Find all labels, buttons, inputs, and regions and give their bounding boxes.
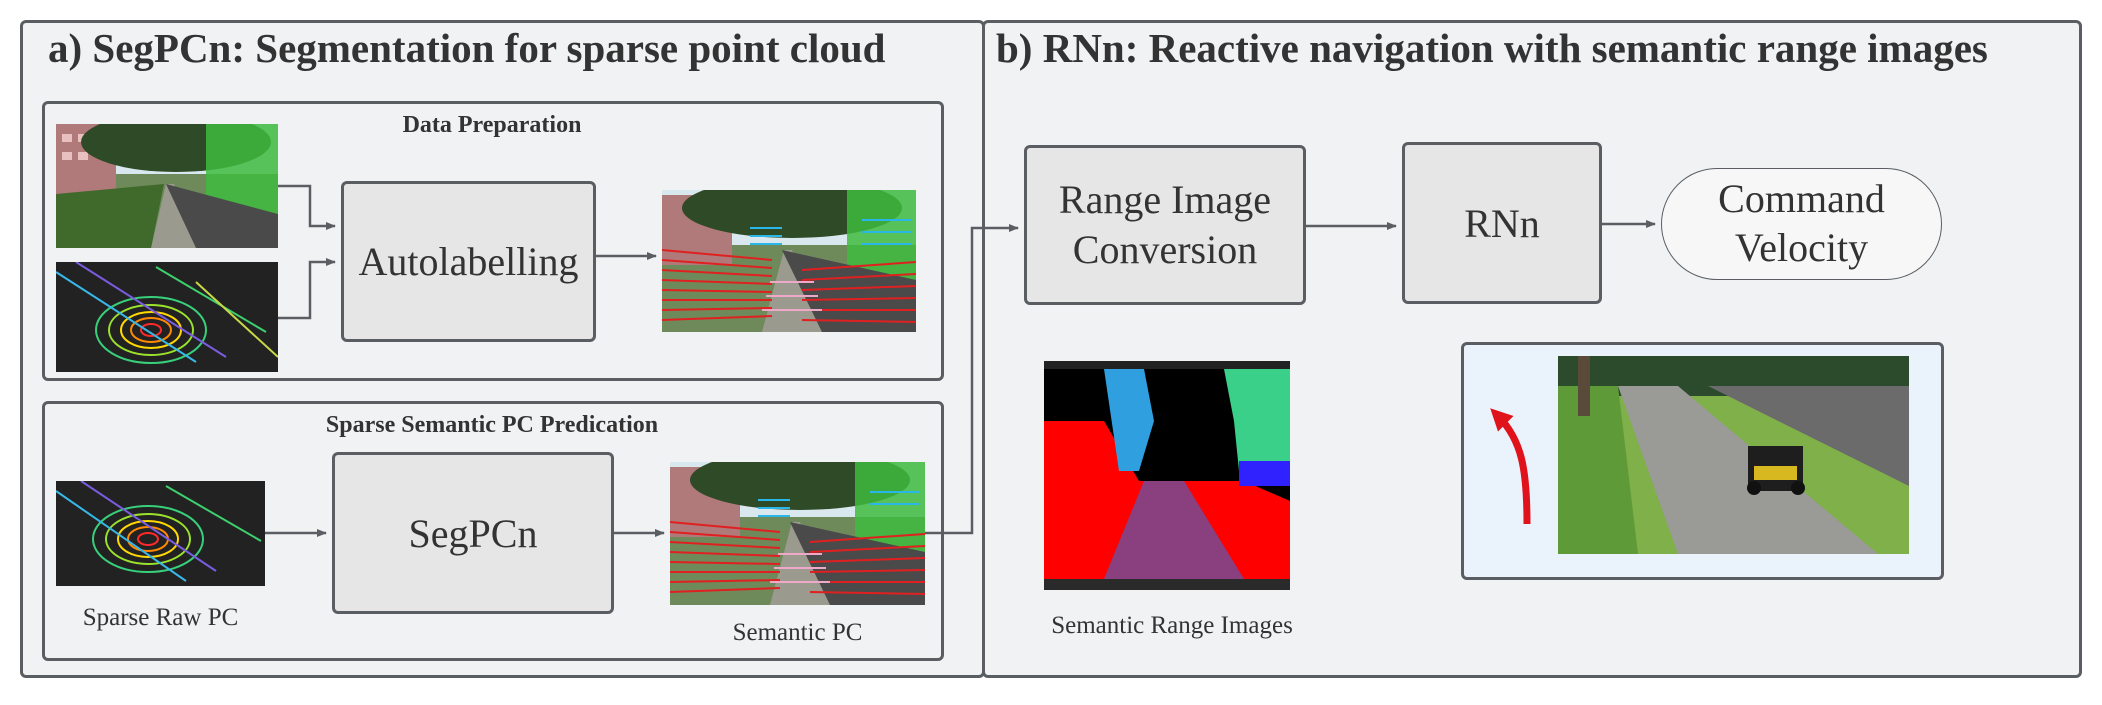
segpcn-box: SegPCn bbox=[332, 452, 614, 614]
robot-direction-arrow bbox=[1490, 408, 1531, 525]
arrow-camera-to-autolabelling bbox=[278, 184, 336, 230]
semantic-pc-caption: Semantic PC bbox=[732, 619, 863, 646]
sparse-raw-pc-image bbox=[56, 481, 265, 586]
sparse-raw-pc-caption: Sparse Raw PC bbox=[82, 604, 239, 631]
command-velocity-box: Command Velocity bbox=[1661, 168, 1942, 280]
camera-image bbox=[56, 124, 278, 248]
semantic-range-image bbox=[1044, 361, 1290, 590]
arrow-lidar-to-autolabelling bbox=[278, 258, 336, 320]
panel-a-title: a) SegPCn: Segmentation for sparse point… bbox=[48, 25, 886, 71]
range-image-conversion-box: Range Image Conversion bbox=[1024, 145, 1306, 305]
arrow-semantic-to-range bbox=[925, 224, 1019, 535]
robot-photo bbox=[1558, 356, 1909, 554]
prediction-title: Sparse Semantic PC Predication bbox=[325, 412, 659, 438]
data-preparation-title: Data Preparation bbox=[402, 112, 582, 138]
semantic-pc-image bbox=[670, 462, 925, 605]
panel-b-title: b) RNn: Reactive navigation with semanti… bbox=[996, 25, 1988, 71]
rnn-box: RNn bbox=[1402, 142, 1602, 304]
labelled-image bbox=[662, 190, 916, 332]
lidar-scan-image bbox=[56, 262, 278, 372]
semantic-range-images-caption: Semantic Range Images bbox=[1051, 612, 1293, 639]
autolabelling-box: Autolabelling bbox=[341, 181, 596, 342]
